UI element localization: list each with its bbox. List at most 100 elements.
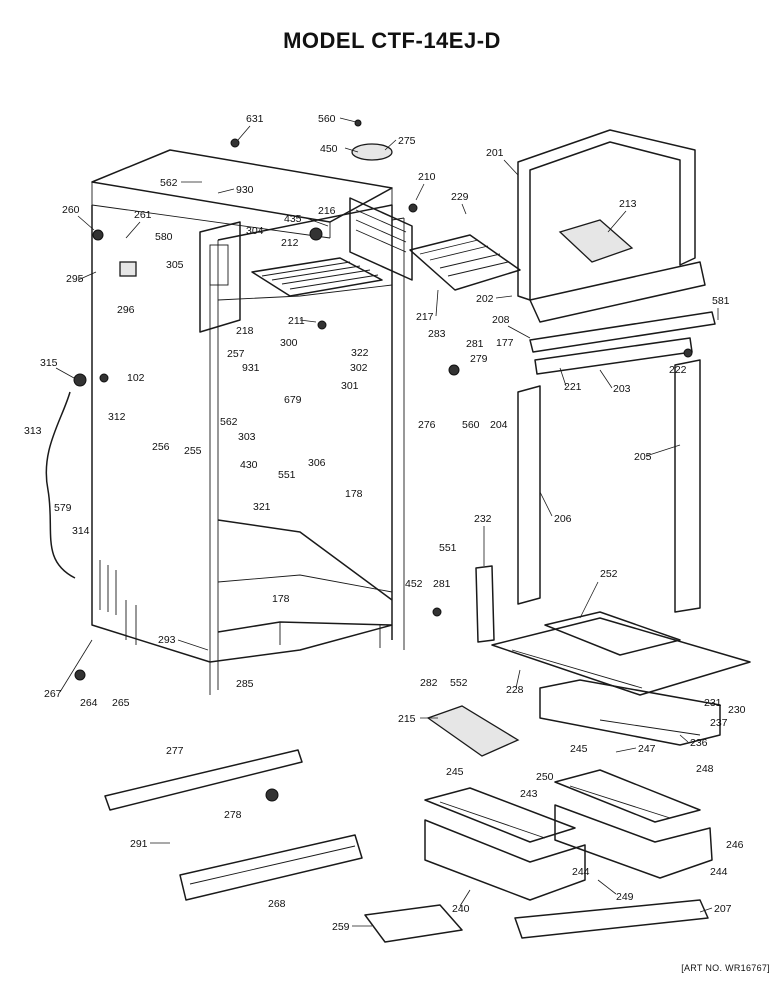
callout-283: 283 [428, 328, 446, 340]
shelf-rail [475, 565, 495, 643]
wire-shelf [409, 234, 521, 291]
callout-212: 212 [281, 237, 299, 249]
callout-237: 237 [710, 717, 728, 729]
callout-293: 293 [158, 634, 176, 646]
callout-321: 321 [253, 501, 271, 513]
callout-178b: 178 [272, 593, 290, 605]
right-drawer [554, 769, 713, 879]
callout-430: 430 [240, 459, 258, 471]
butter-dish [426, 705, 520, 757]
drawer-bracket [104, 749, 303, 811]
callout-302: 302 [350, 362, 368, 374]
callout-201: 201 [486, 147, 504, 159]
callout-562b: 562 [220, 416, 238, 428]
callout-228: 228 [506, 684, 524, 696]
callout-211: 211 [288, 315, 305, 327]
callout-930: 930 [236, 184, 254, 196]
mullion-bar [529, 311, 716, 353]
hardware [73, 119, 693, 802]
callout-277: 277 [166, 745, 184, 757]
callout-243: 243 [520, 788, 538, 800]
callout-245: 245 [570, 743, 588, 755]
callout-218: 218 [236, 325, 254, 337]
callout-452: 452 [405, 578, 423, 590]
callout-229: 229 [451, 191, 469, 203]
callout-295: 295 [66, 273, 84, 285]
callout-322: 322 [351, 347, 369, 359]
callout-312: 312 [108, 411, 126, 423]
callout-278: 278 [224, 809, 242, 821]
callout-314: 314 [72, 525, 90, 537]
callout-216: 216 [318, 205, 336, 217]
callout-679: 679 [284, 394, 302, 406]
callout-435: 435 [284, 213, 302, 225]
callout-240: 240 [452, 903, 470, 915]
callout-304: 304 [246, 225, 264, 237]
callout-208: 208 [492, 314, 510, 326]
callout-202: 202 [476, 293, 494, 305]
callout-303: 303 [238, 431, 256, 443]
callout-245b: 245 [446, 766, 464, 778]
drain-tube [45, 391, 76, 579]
callout-296: 296 [117, 304, 135, 316]
toe-grille [179, 834, 363, 901]
callout-252: 252 [600, 568, 618, 580]
callout-281: 281 [466, 338, 484, 350]
art-number: [ART NO. WR16767] [681, 963, 770, 973]
callout-244b: 244 [710, 866, 728, 878]
callout-labels: 631 560 275 450 201 562 930 210 229 213 … [24, 113, 746, 933]
callout-315: 315 [40, 357, 58, 369]
callout-246: 246 [726, 839, 744, 851]
callout-221: 221 [564, 381, 582, 393]
callout-248: 248 [696, 763, 714, 775]
callout-178: 178 [345, 488, 363, 500]
callout-261: 261 [134, 209, 152, 221]
callout-313: 313 [24, 425, 42, 437]
callout-207: 207 [714, 903, 732, 915]
callout-560b: 560 [462, 419, 480, 431]
callout-236: 236 [690, 737, 708, 749]
callout-260: 260 [62, 204, 80, 216]
callout-305: 305 [166, 259, 184, 271]
callout-276: 276 [418, 419, 436, 431]
callout-205: 205 [634, 451, 652, 463]
callout-250: 250 [536, 771, 554, 783]
callout-215: 215 [398, 713, 416, 725]
callout-562: 562 [160, 177, 178, 189]
callout-291: 291 [130, 838, 148, 850]
callout-301: 301 [341, 380, 359, 392]
callout-177: 177 [496, 337, 514, 349]
divider-panel [349, 197, 413, 281]
door-side-panel [674, 359, 701, 613]
callout-204: 204 [490, 419, 508, 431]
callout-551: 551 [278, 469, 296, 481]
diagram-title: MODEL CTF-14EJ-D [283, 28, 501, 53]
callout-230: 230 [728, 704, 746, 716]
callout-580: 580 [155, 231, 173, 243]
callout-267: 267 [44, 688, 62, 700]
callout-279: 279 [470, 353, 488, 365]
ice-tray [558, 219, 634, 263]
callout-450: 450 [320, 143, 338, 155]
callout-210: 210 [418, 171, 436, 183]
callout-255: 255 [184, 445, 202, 457]
callout-552: 552 [450, 677, 468, 689]
callout-265: 265 [112, 697, 130, 709]
callout-306: 306 [308, 457, 326, 469]
callout-560: 560 [318, 113, 336, 125]
callout-579: 579 [54, 502, 72, 514]
callout-551b: 551 [439, 542, 457, 554]
callout-282: 282 [420, 677, 438, 689]
callout-231: 231 [704, 697, 722, 709]
crisper-cover [491, 611, 751, 696]
callout-631: 631 [246, 113, 264, 125]
callout-206: 206 [554, 513, 572, 525]
door-frame [517, 129, 706, 323]
callout-259: 259 [332, 921, 350, 933]
callout-222: 222 [669, 364, 687, 376]
callout-217: 217 [416, 311, 434, 323]
leader-lines [55, 117, 719, 927]
callout-244: 244 [572, 866, 590, 878]
callout-256: 256 [152, 441, 170, 453]
